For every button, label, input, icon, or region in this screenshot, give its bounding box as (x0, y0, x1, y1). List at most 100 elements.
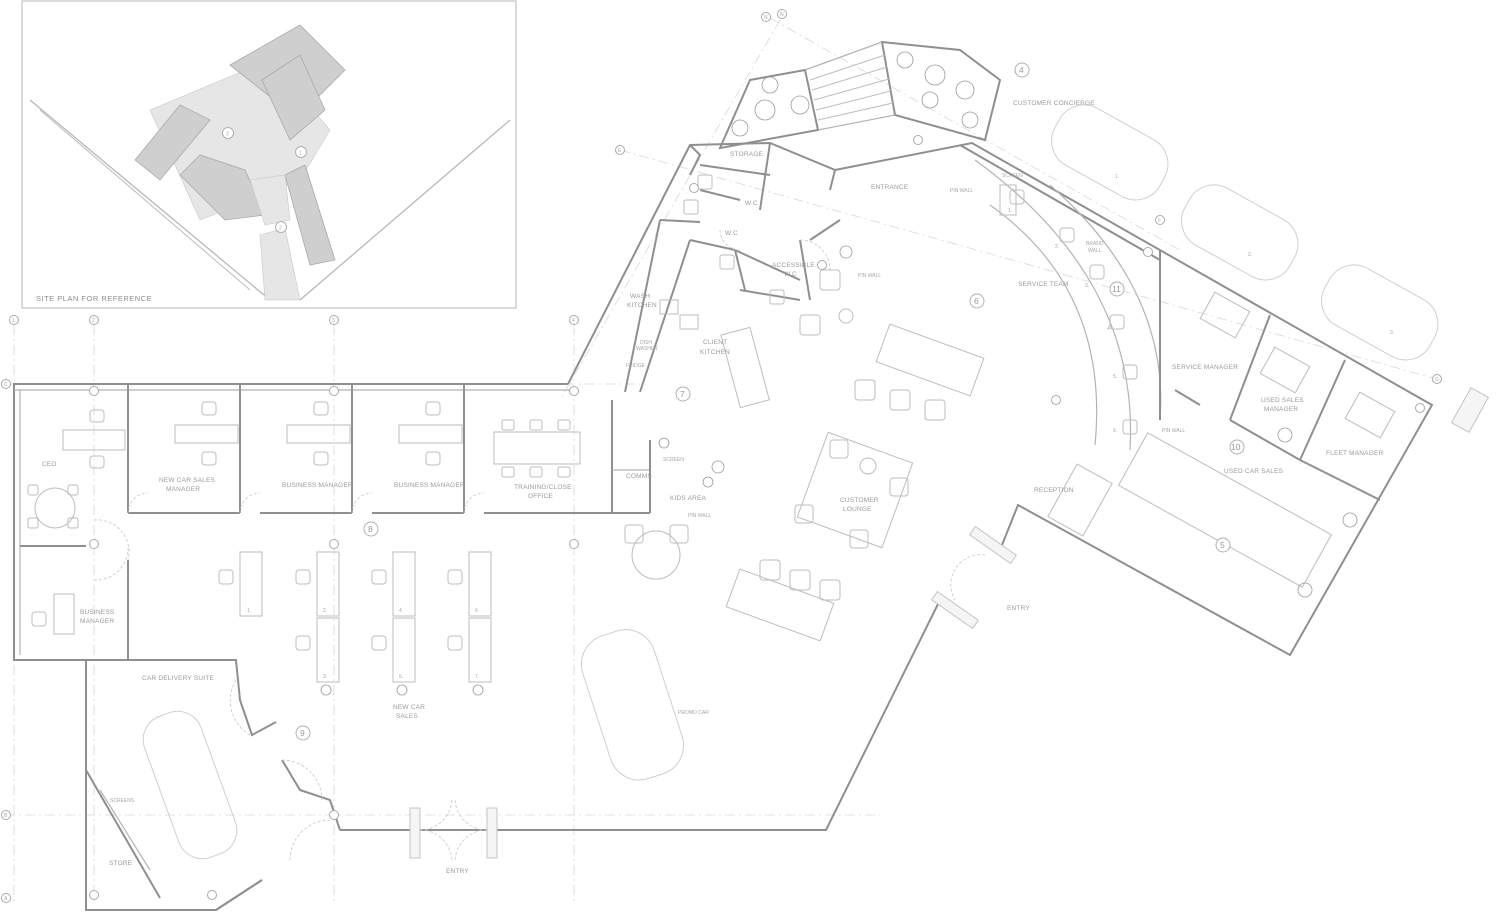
grid-label-1: 1 (12, 318, 15, 324)
zone-number-10: 10 (1231, 442, 1241, 452)
zone-number-9: 9 (300, 728, 305, 738)
label-entry-bottom: ENTRY (446, 868, 469, 875)
service-desk-2: 2. (1055, 244, 1059, 250)
desk-number-7: 7. (475, 674, 479, 680)
label-promo-car: PROMO CAR (678, 710, 709, 716)
zone-number-11: 11 (1112, 284, 1121, 294)
service-team-chairs: 1. 2. 3. 4. 5. 6. (1008, 189, 1138, 435)
grid-label-e: E (618, 148, 622, 154)
zone-number-6: 6 (974, 296, 979, 306)
label-fleet-manager: FLEET MANAGER (1326, 450, 1383, 457)
label-used-car-sales: USED CAR SALES (1224, 468, 1284, 475)
service-desk-4: 4. (1107, 326, 1111, 332)
label-used-sales-manager-1: USED SALES (1261, 397, 1304, 404)
grid-label-n2: N (780, 12, 784, 18)
label-customer-lounge-2: LOUNGE (843, 506, 872, 513)
site-plan-title: SITE PLAN FOR REFERENCE (36, 294, 152, 303)
grid-label-b: B (4, 813, 8, 819)
grid-label-g: G (1435, 377, 1439, 383)
label-new-car-sales-manager-2: MANAGER (166, 486, 200, 493)
label-wash-kitchen-1: WASH (630, 293, 650, 300)
grid-label-4: 4 (572, 318, 575, 324)
structural-columns (89, 135, 1425, 900)
desk-number-1: 1. (247, 608, 251, 614)
zone-number-8: 8 (368, 524, 373, 534)
label-wash-kitchen-2: KITCHEN (627, 302, 657, 309)
new-car-sales-desks: 1. 2. 3. 4. 5. 6. 7. (218, 551, 492, 696)
label-accessible-wc-1: ACCESSIBLE (772, 262, 815, 269)
label-accessible-wc-2: W.C (784, 271, 797, 278)
label-training-2: OFFICE (528, 493, 553, 500)
grid-label-3: 3 (332, 318, 335, 324)
zone-markers: 4 6 7 8 9 5 10 11 (295, 62, 1245, 741)
label-reception: RECEPTION (1034, 487, 1074, 494)
label-pin-wall-mid: PIN WALL (858, 273, 881, 279)
grid-label-c: C (4, 382, 8, 388)
entrance-planters (718, 40, 1002, 150)
service-desk-6: 6. (1113, 428, 1117, 434)
desk-number-4: 4. (399, 608, 403, 614)
label-brand-wall-2: WALL (1088, 248, 1102, 254)
service-desk-3: 3. (1085, 283, 1089, 289)
desk-number-5: 5. (399, 674, 403, 680)
desk-number-6: 6. (475, 608, 479, 614)
label-business-manager-left-2: MANAGER (80, 618, 114, 625)
label-store: STORE (109, 860, 133, 867)
zone-number-4: 4 (1019, 65, 1024, 75)
label-entry-right: ENTRY (1007, 605, 1030, 612)
label-storage: STORAGE (730, 151, 764, 158)
promo-car (580, 629, 685, 781)
label-wc-1: W.C (745, 200, 758, 207)
car-bay-2: 2. (1248, 252, 1252, 258)
zone-number-5: 5 (1220, 540, 1225, 550)
grid-label-2: 2 (92, 318, 95, 324)
site-plan-inset: SITE PLAN FOR REFERENCE 3 1 2 (21, 0, 517, 309)
label-screen-top: SCREEN (1002, 173, 1023, 179)
car-bay-3: 3. (1390, 330, 1394, 336)
label-entrance: ENTRANCE (871, 184, 909, 191)
label-screens: SCREENS (110, 798, 135, 804)
grid-label-a: A (4, 896, 8, 902)
label-service-team: SERVICE TEAM (1018, 281, 1069, 288)
service-core (567, 141, 841, 409)
label-customer-lounge-1: CUSTOMER (840, 497, 879, 504)
label-business-manager-a: BUSINESS MANAGER (282, 482, 353, 489)
desk-number-2: 2. (323, 608, 327, 614)
label-fridge: FRIDGE (626, 363, 646, 369)
ceo-office-furniture (27, 409, 126, 529)
grid-label-f: F (1158, 218, 1161, 224)
label-new-car-sales-1: NEW CAR (393, 704, 425, 711)
grid-bubbles: 1 2 3 4 C B A N N E F G (1, 9, 1442, 903)
label-pin-wall-right: PIN WALL (1162, 428, 1185, 434)
label-dishwasher-2: WASHER (636, 346, 658, 352)
label-dishwasher-1: DISH (640, 340, 652, 346)
label-new-car-sales-2: SALES (396, 713, 418, 720)
site-marker-3: 3 (226, 132, 229, 138)
label-kids-area: KIDS AREA (670, 495, 707, 502)
label-business-manager-b: BUSINESS MANAGER (394, 482, 465, 489)
label-new-car-sales-manager-1: NEW CAR SALES (159, 477, 216, 484)
customer-lounge (624, 245, 985, 642)
service-wing (834, 141, 1434, 657)
site-marker-2: 2 (279, 226, 282, 232)
service-desk-1: 1. (1008, 208, 1012, 214)
label-wc-2: W.C (725, 230, 738, 237)
room-labels: CEO NEW CAR SALES MANAGER BUSINESS MANAG… (42, 100, 1383, 875)
label-pin-wall-kids: PIN WALL (688, 513, 711, 519)
parking-bays: 1. 2. 3. (1051, 104, 1490, 434)
label-pin-wall-top: PIN WALL (950, 188, 973, 194)
zone-number-7: 7 (680, 389, 685, 399)
left-office-wing (13, 383, 651, 911)
car-delivery-suite (85, 659, 341, 911)
label-business-manager-left-1: BUSINESS (80, 609, 115, 616)
label-customer-concierge: CUSTOMER CONCIERGE (1013, 100, 1095, 107)
grid-label-n1: N (764, 15, 768, 21)
car-bay-1: 1. (1115, 174, 1119, 180)
bottom-facade (340, 599, 941, 863)
desk-number-3: 3. (323, 674, 327, 680)
label-client-kitchen-1: CLIENT (703, 339, 727, 346)
label-client-kitchen-2: KITCHEN (700, 349, 730, 356)
label-brand-wall-1: BRAND (1086, 241, 1104, 247)
label-training-1: TRAINING/CLOSE (514, 484, 572, 491)
